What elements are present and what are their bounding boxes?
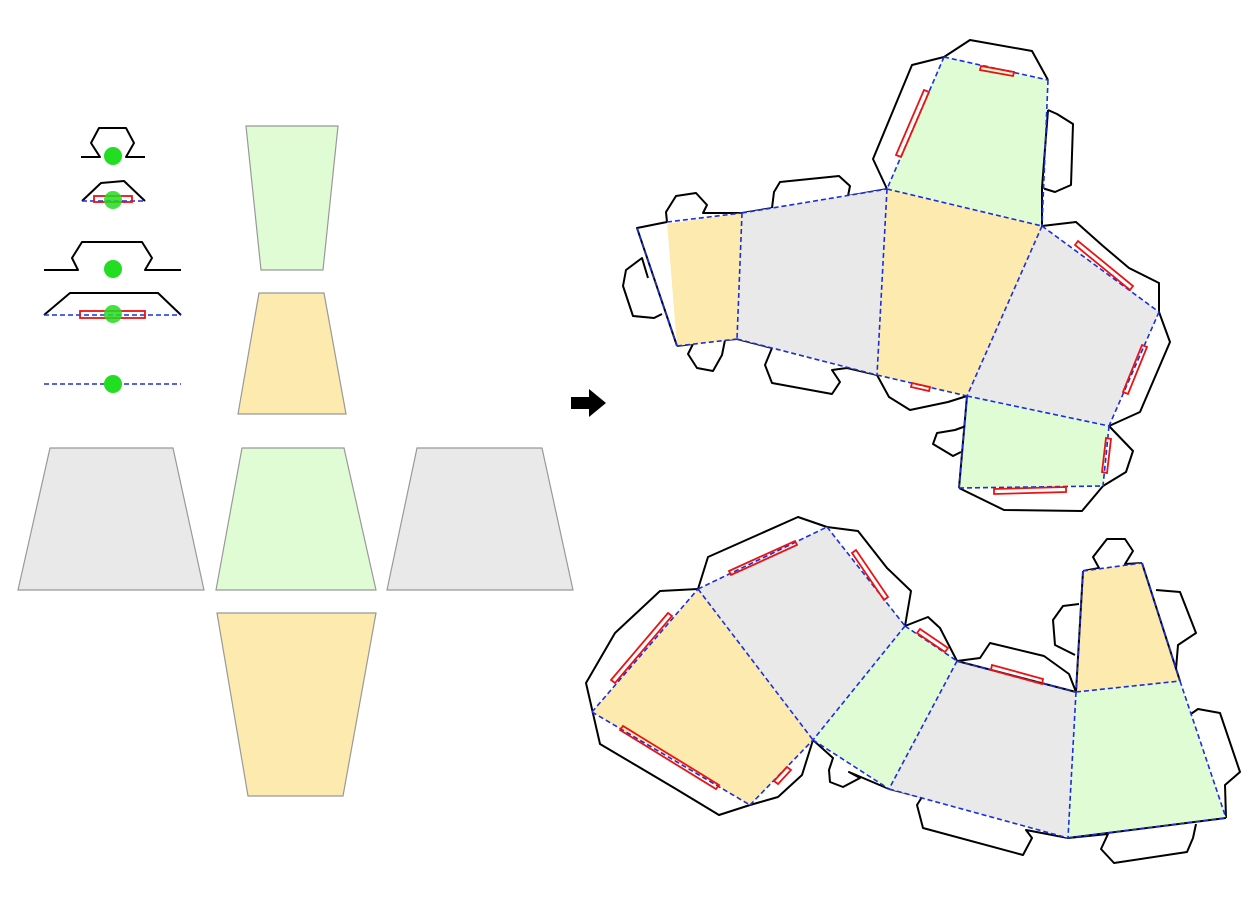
glue-tab [956,642,1077,693]
glue-tab [1067,823,1197,864]
assembled-net-bottom [585,516,1241,864]
legend-marker-dot [104,260,122,278]
glue-tab [1187,708,1241,819]
face-green-top [245,125,339,271]
net1-face-green-top [887,57,1048,226]
face-grey-left [17,447,205,591]
glue-tab [904,616,958,662]
glue-tab [1082,538,1143,572]
legend-marker-dot [104,147,122,165]
separate-faces [17,125,574,797]
glue-tab [1052,603,1080,656]
net1-face-grey-left [737,189,887,375]
legend-large-tab-fold-glue [43,292,182,323]
legend-plain-fold-line [44,375,181,393]
legend-small-tab-cut-base [81,127,145,165]
legend [43,127,182,393]
net1-face-grey-right [967,226,1159,426]
glue-tab [736,338,878,395]
glue-tab [676,338,738,372]
face-yellow-upper [237,292,347,415]
legend-marker-dot [104,305,122,323]
net2-face-green-middle [813,626,957,789]
net2-face-grey-left [698,527,905,740]
face-yellow-bottom [216,612,377,797]
net2-face-yellow-left [592,589,813,805]
glue-tab [876,374,968,411]
face-grey-right [386,447,574,591]
right-arrow-icon [571,389,606,417]
glue-tab [1155,589,1197,682]
net2-face-green-right [1068,681,1226,838]
face-green-middle [215,447,377,591]
glue-tab [622,257,663,319]
net1-face-yellow-center [877,189,1042,396]
glue-tab [932,425,967,457]
assembled-net-top [622,39,1171,512]
legend-small-tab-fold-glue [81,180,146,209]
glue-tab [741,175,888,214]
glue-tab [1041,109,1074,193]
legend-marker-dot [104,375,122,393]
net2-face-grey-middle [889,661,1076,838]
legend-marker-dot [104,191,122,209]
net2-face-yellow-top [1076,563,1180,692]
net1-face-green-bottom [959,396,1109,488]
legend-large-tab-cut-base [44,241,181,278]
